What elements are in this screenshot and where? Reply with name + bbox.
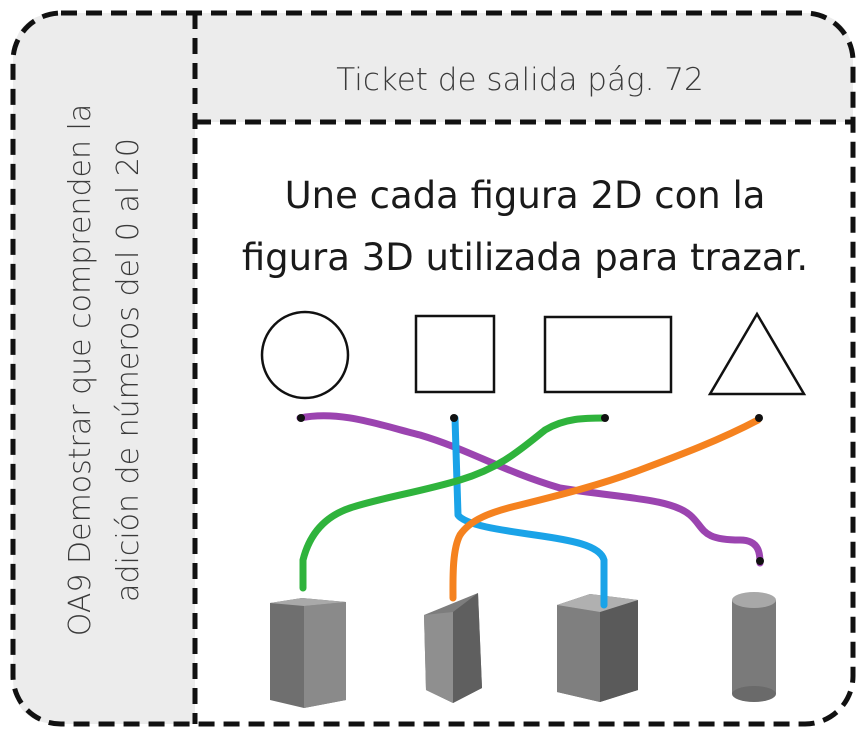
learning-objective: OA9 Demostrar que comprenden la adición … [20, 60, 190, 680]
objective-line-1: OA9 Demostrar que comprenden la [63, 103, 98, 637]
page-title: Ticket de salida pág. 72 [200, 40, 840, 120]
instruction-text: Une cada figura 2D con la figura 3D util… [205, 165, 845, 289]
card-border [10, 10, 856, 727]
purple-connection [296, 412, 764, 567]
content-panel [195, 122, 853, 724]
blue-connection [451, 414, 608, 609]
cylinder [732, 592, 776, 702]
triangular-prism [424, 593, 482, 703]
header-panel [195, 13, 853, 122]
rectangular-prism [270, 598, 346, 708]
start-dot [450, 414, 458, 422]
instruction-line-2: figura 3D utilizada para trazar. [241, 236, 809, 279]
objective-line-2: adición de números del 0 al 20 [111, 138, 146, 602]
instruction-line-1: Une cada figura 2D con la [284, 174, 766, 217]
header-title: Ticket de salida pág. 72 [336, 62, 704, 98]
rectangle-shape [543, 315, 673, 394]
start-dot [755, 414, 763, 422]
triangle-shape [707, 311, 807, 396]
green-connection [299, 414, 609, 592]
circle-shape [260, 310, 350, 400]
cube [557, 594, 638, 702]
square-shape [414, 314, 496, 394]
start-dot [297, 414, 305, 422]
sidebar-panel [13, 13, 195, 724]
end-dot [756, 557, 764, 565]
start-dot [601, 414, 609, 422]
orange-connection [449, 416, 762, 602]
